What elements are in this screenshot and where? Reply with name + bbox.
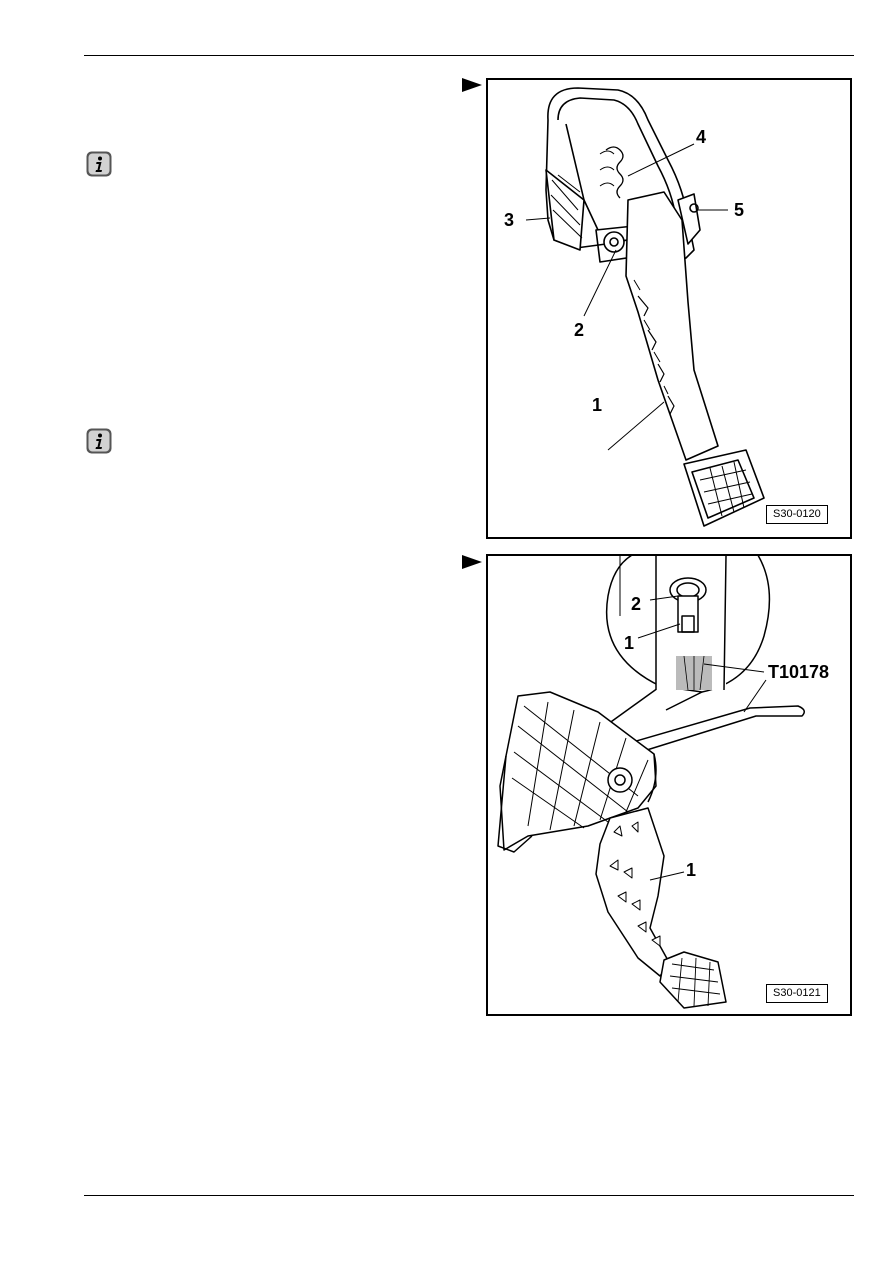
pedal-tool-illustration <box>497 556 805 1009</box>
figure-pedal-tool: 2 1 T10178 1 S30-0121 <box>486 554 852 1016</box>
header-rule <box>84 55 854 56</box>
callout-label: 4 <box>696 127 707 147</box>
pedal-illustration <box>525 87 765 527</box>
callout-label: 1 <box>592 395 603 415</box>
footer-rule <box>84 1195 854 1196</box>
callout-label: 2 <box>631 594 642 614</box>
figure-pedal-assembly: 1 2 3 4 5 S30-0120 <box>486 78 852 539</box>
info-icon <box>86 151 112 177</box>
info-icon <box>86 428 112 454</box>
callout-label: 2 <box>574 320 585 340</box>
figure-id: S30-0120 <box>766 505 828 524</box>
right-arrow-icon <box>462 555 482 569</box>
callout-label: 1 <box>624 633 635 653</box>
figure-id: S30-0121 <box>766 984 828 1003</box>
callout-label: 5 <box>734 200 745 220</box>
tool-label: T10178 <box>768 662 830 682</box>
callout-label: 3 <box>504 210 515 230</box>
callout-label: 1 <box>686 860 697 880</box>
right-arrow-icon <box>462 78 482 92</box>
